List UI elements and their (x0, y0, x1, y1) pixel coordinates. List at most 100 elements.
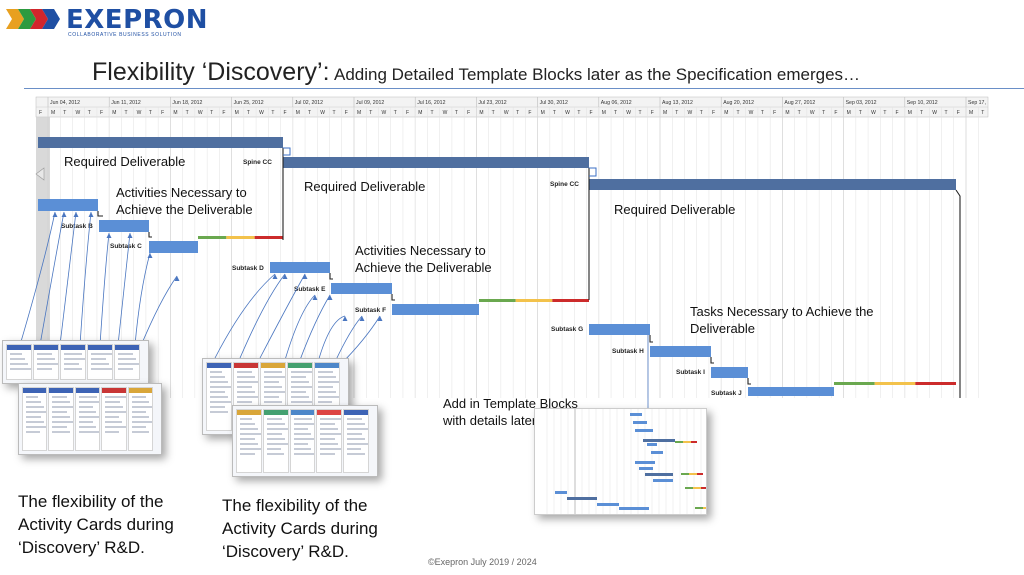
activity-arrow-4-head (88, 212, 94, 217)
mini-buffer-green-2 (685, 487, 693, 489)
connector-3 (955, 189, 961, 398)
week-label: Sep 03, 2012 (846, 100, 877, 106)
label-tasks: Tasks Necessary to Achieve the Deliverab… (690, 304, 874, 336)
task-label-subtask-h: Subtask H (612, 348, 644, 355)
day-letter: F (528, 110, 531, 116)
task-label-subtask-f: Subtask F (355, 307, 386, 314)
label-required-deliverable-2: Required Deliverable (304, 179, 426, 194)
day-letter: F (467, 110, 470, 116)
activity-arrow-b-8-head (377, 316, 383, 321)
mini-buffer-green-3 (695, 507, 703, 509)
spine-marker-2 (589, 167, 597, 177)
day-letter: T (247, 110, 250, 116)
week-label: Jul 30, 2012 (540, 100, 568, 106)
label-flexibility-2: The flexibility of the Activity Cards du… (222, 496, 378, 561)
day-letter: T (920, 110, 923, 116)
logo-tagline: COLLABORATIVE BUSINESS SOLUTION (68, 32, 182, 38)
copyright-footer: ©Exepron July 2019 / 2024 (428, 557, 537, 567)
activity-arrow-4 (79, 211, 92, 346)
day-letter: W (687, 110, 692, 116)
bar-subtask-f (392, 304, 479, 315)
day-letter: W (320, 110, 325, 116)
buffer-3-red (915, 382, 956, 385)
day-letter: W (565, 110, 570, 116)
day-letter: T (553, 110, 556, 116)
activity-arrow-7-head (147, 253, 153, 258)
activity-arrow-6-head (127, 233, 133, 238)
mini-bar-9 (645, 473, 673, 476)
week-label: Jun 18, 2012 (172, 100, 202, 106)
mini-buffer-green-1 (681, 473, 689, 475)
buffer-2-red (552, 299, 589, 302)
day-letter: M (296, 110, 300, 116)
activity-card (289, 409, 316, 473)
connector-subtask-h (710, 357, 714, 364)
task-label-spine-2: Spine CC (550, 181, 579, 188)
template-blocks-inset (534, 408, 717, 515)
activity-arrow-b-3-head (302, 274, 308, 279)
logo-text: EXEPRON (66, 5, 209, 35)
mini-bar-13 (597, 503, 619, 506)
mini-bar-5 (647, 443, 657, 446)
activity-arrow-b-4 (284, 294, 316, 361)
today-marker (36, 117, 50, 398)
day-letter: M (663, 110, 667, 116)
mini-buffer-yellow-0 (683, 441, 691, 443)
label-required-deliverable-3: Required Deliverable (614, 202, 736, 217)
day-letter: F (712, 110, 715, 116)
activity-arrow-2-head (61, 212, 67, 217)
activity-arrow-b-3 (259, 273, 306, 359)
activity-card (101, 387, 127, 451)
task-label-subtask-j: Subtask J (711, 390, 742, 397)
day-letter: T (210, 110, 213, 116)
buffer-1-yellow (226, 236, 255, 239)
day-letter: W (810, 110, 815, 116)
day-letter: M (51, 110, 55, 116)
day-letter: M (541, 110, 545, 116)
week-label: Jun 11, 2012 (111, 100, 141, 106)
day-letter: W (626, 110, 631, 116)
day-letter: F (957, 110, 960, 116)
mini-bar-12 (567, 497, 597, 500)
mini-bar-8 (639, 467, 653, 470)
day-letter: M (479, 110, 483, 116)
day-letter: T (675, 110, 678, 116)
buffer-3-green (834, 382, 875, 385)
activity-arrow-5-head (106, 233, 112, 238)
day-letter: T (63, 110, 66, 116)
mini-bar-2 (633, 421, 647, 424)
day-letter: T (516, 110, 519, 116)
week-label: Aug 06, 2012 (601, 100, 632, 106)
day-letter: T (577, 110, 580, 116)
mini-bar-1 (630, 413, 642, 416)
day-letter: T (271, 110, 274, 116)
day-letter: T (945, 110, 948, 116)
day-letter: W (75, 110, 80, 116)
connector-subtask-i (747, 378, 751, 385)
activity-card (33, 344, 59, 380)
mini-bar-14 (619, 507, 649, 510)
activity-card (87, 344, 113, 380)
week-label: Jul 23, 2012 (478, 100, 506, 106)
bar-required-deliverable-1 (38, 137, 283, 148)
title-main: Flexibility ‘Discovery’: (92, 58, 330, 86)
day-letter: M (173, 110, 177, 116)
activity-arrow-b-1-head (272, 274, 278, 279)
mini-bar-11 (555, 491, 567, 494)
day-letter: W (381, 110, 386, 116)
bar-subtask-g (589, 324, 650, 335)
day-letter: M (969, 110, 973, 116)
day-letter: T (981, 110, 984, 116)
bar-required-deliverable-3 (589, 179, 956, 190)
day-letter: M (724, 110, 728, 116)
day-letter: M (908, 110, 912, 116)
activity-arrow-3-head (73, 212, 79, 217)
day-letter: F (222, 110, 225, 116)
logo-mark-icon (6, 9, 60, 29)
day-letter: M (235, 110, 239, 116)
buffer-3-yellow (874, 382, 916, 385)
title-divider (24, 88, 1024, 89)
activity-arrow-b-4-head (312, 295, 318, 300)
buffer-2-green (479, 299, 516, 302)
